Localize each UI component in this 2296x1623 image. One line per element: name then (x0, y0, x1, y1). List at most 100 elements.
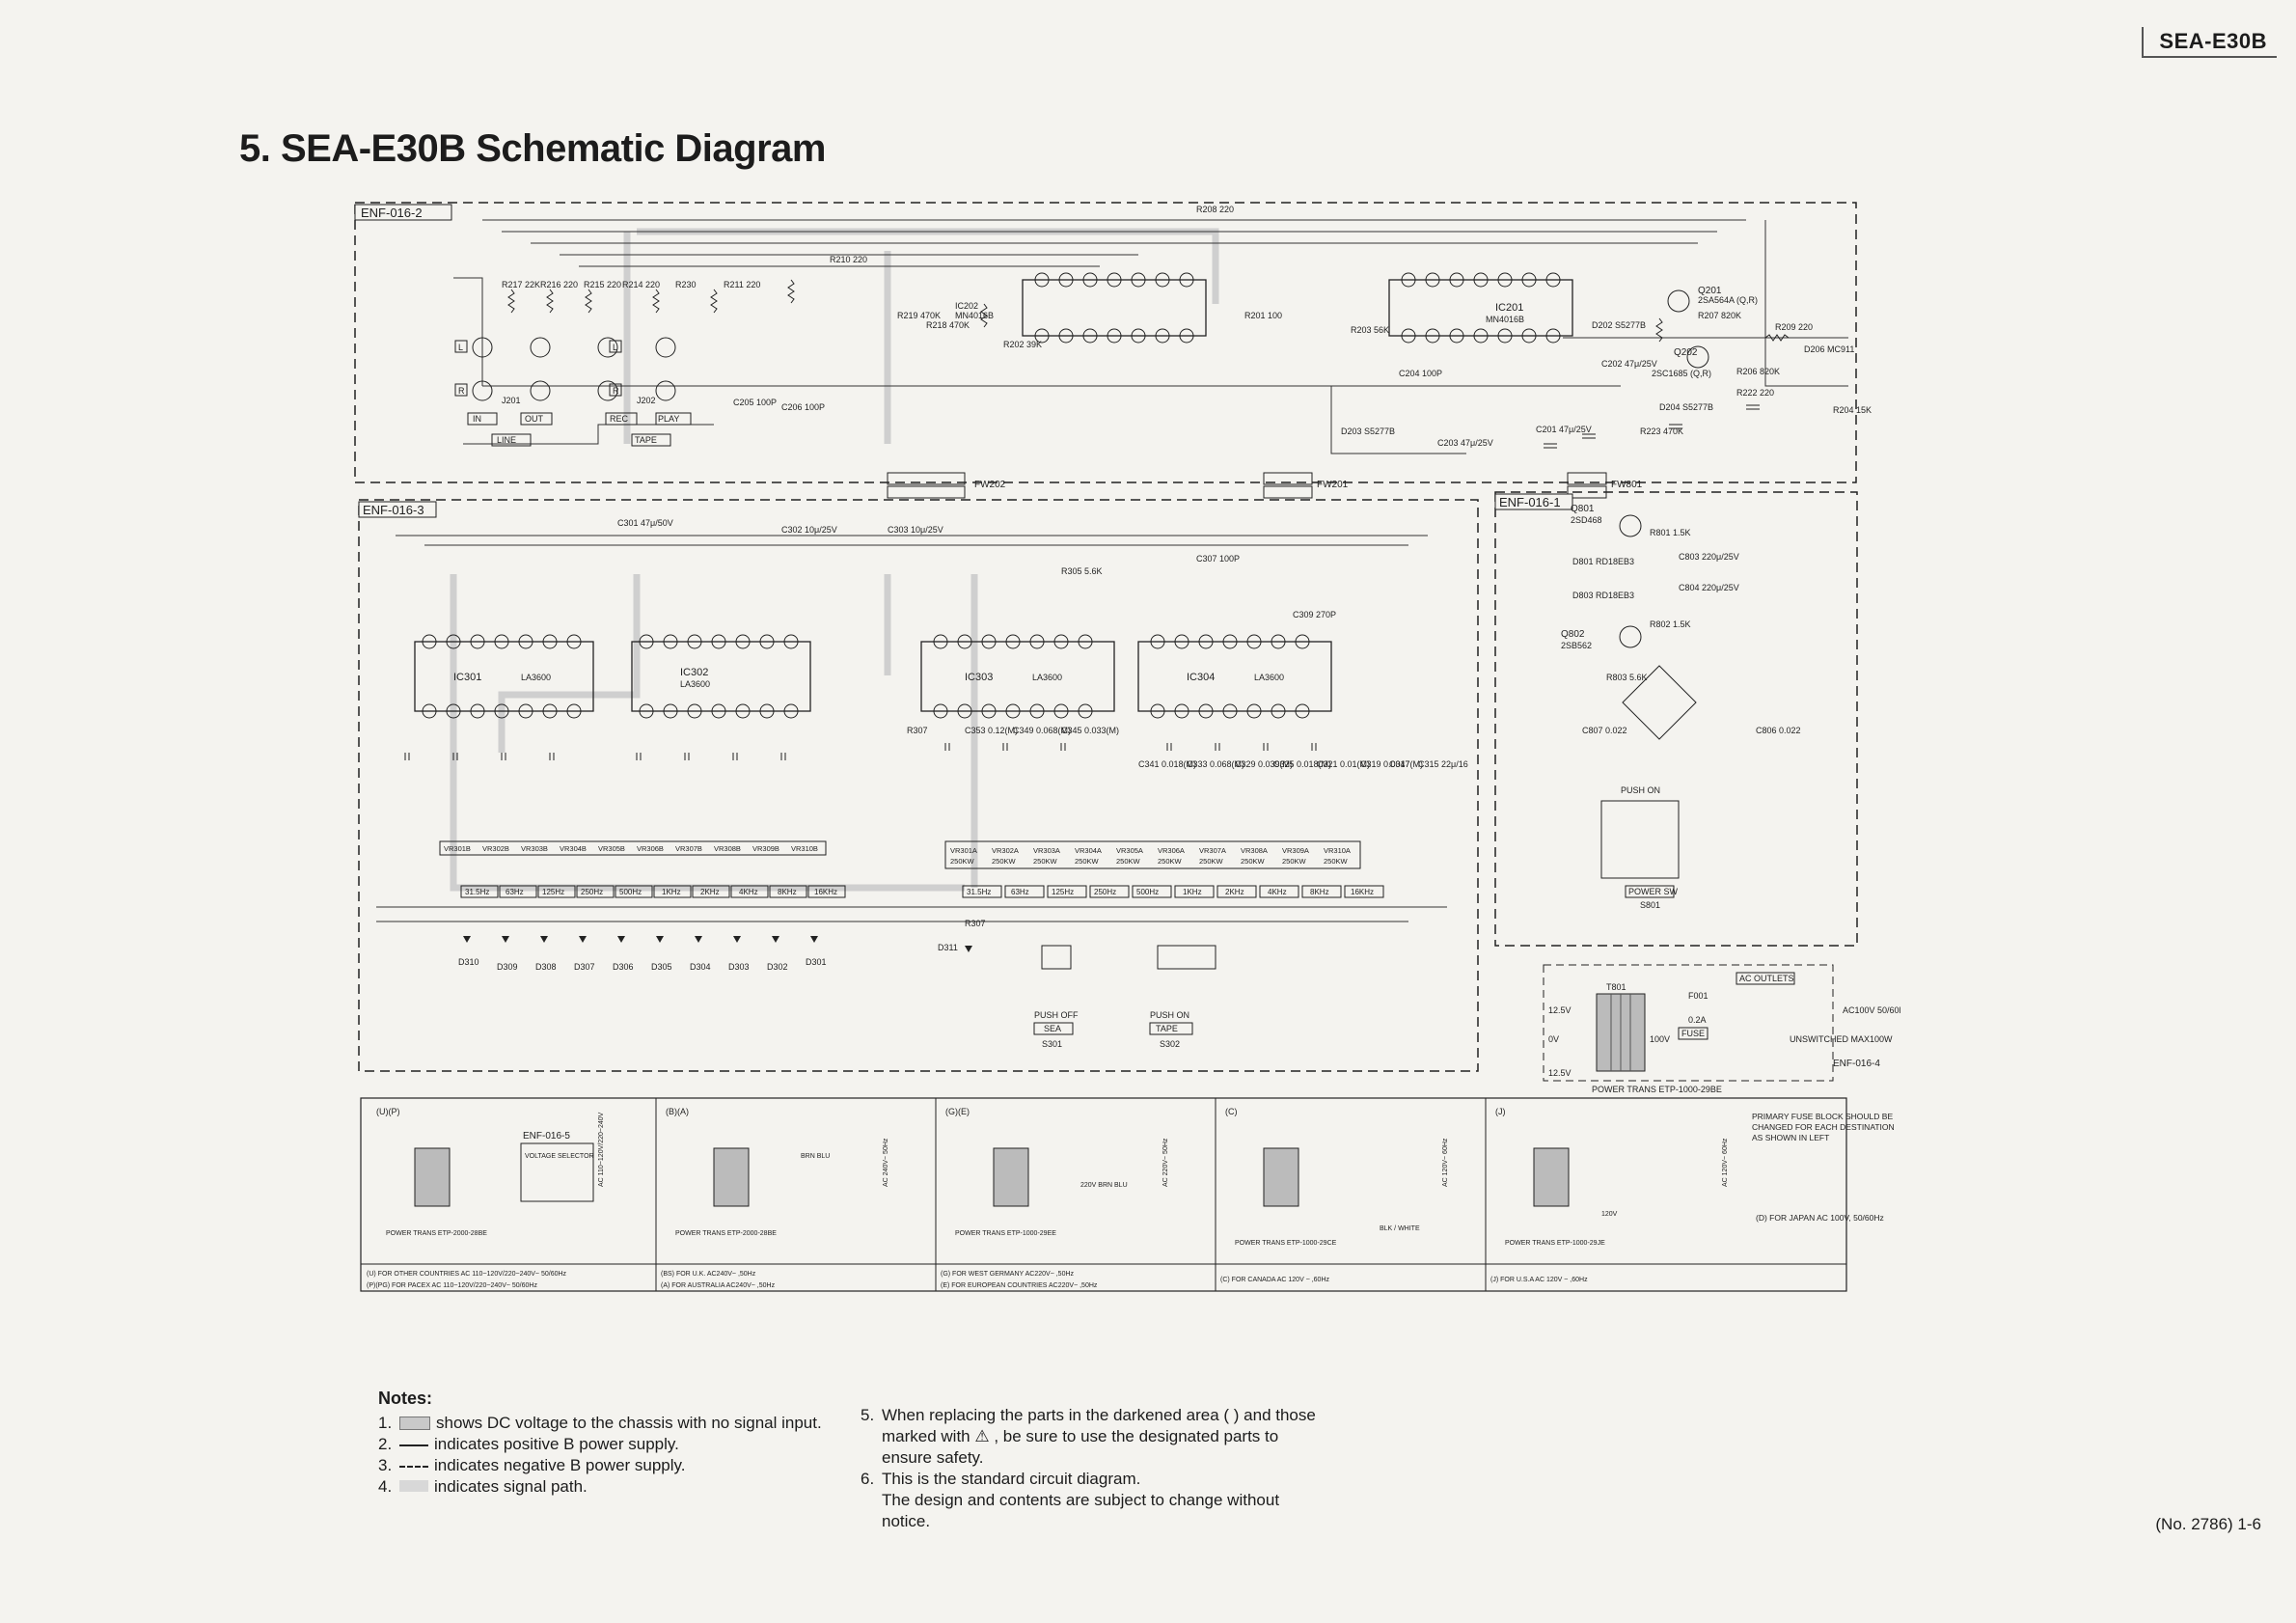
svg-text:AC OUTLETS: AC OUTLETS (1739, 974, 1794, 983)
svg-text:1KHz: 1KHz (662, 888, 681, 896)
svg-text:IN: IN (473, 414, 481, 424)
svg-text:TAPE: TAPE (1156, 1024, 1178, 1033)
svg-text:IC201: IC201 (1495, 302, 1523, 314)
svg-text:D305: D305 (651, 962, 672, 972)
svg-text:R208 220: R208 220 (1196, 205, 1234, 214)
svg-text:VR305A: VR305A (1116, 846, 1143, 855)
svg-text:C349 0.068(M): C349 0.068(M) (1013, 726, 1071, 735)
note-6: 6. This is the standard circuit diagram.… (861, 1470, 1280, 1530)
svg-text:UNSWITCHED MAX100W: UNSWITCHED MAX100W (1790, 1034, 1893, 1044)
page-title: 5. SEA-E30B Schematic Diagram (239, 127, 826, 170)
svg-text:125Hz: 125Hz (1052, 888, 1074, 896)
model-tag: SEA-E30B (2142, 27, 2277, 58)
svg-text:PLAY: PLAY (658, 414, 679, 424)
svg-text:S302: S302 (1160, 1039, 1180, 1049)
svg-text:BLK / WHITE: BLK / WHITE (1380, 1225, 1420, 1232)
svg-text:4KHz: 4KHz (739, 888, 758, 896)
signal-path (450, 228, 1219, 892)
ic303: IC303 LA3600 (920, 634, 1115, 719)
svg-text:D304: D304 (690, 962, 711, 972)
svg-text:R206 820K: R206 820K (1736, 367, 1780, 376)
svg-text:ENF-016-3: ENF-016-3 (363, 503, 424, 517)
svg-text:16KHz: 16KHz (1351, 888, 1374, 896)
svg-text:POWER TRANS ETP-1000-29EE: POWER TRANS ETP-1000-29EE (955, 1230, 1056, 1237)
svg-text:R217 22K: R217 22K (502, 280, 540, 289)
svg-text:2SB562: 2SB562 (1561, 641, 1592, 650)
fw801-label: FW801 (1611, 480, 1643, 490)
svg-text:500Hz: 500Hz (619, 888, 642, 896)
svg-text:C803 220μ/25V: C803 220μ/25V (1679, 552, 1739, 562)
svg-text:250KW: 250KW (950, 857, 975, 866)
fw202-label: FW202 (974, 480, 1006, 490)
svg-text:63Hz: 63Hz (1011, 888, 1029, 896)
svg-text:31.5Hz: 31.5Hz (967, 888, 991, 896)
svg-text:C307 100P: C307 100P (1196, 554, 1240, 564)
svg-text:D308: D308 (535, 962, 557, 972)
svg-text:250KW: 250KW (1199, 857, 1224, 866)
svg-text:C321 0.01(M): C321 0.01(M) (1317, 759, 1370, 769)
svg-text:12.5V: 12.5V (1548, 1005, 1572, 1015)
board-enf-016-3: ENF-016-3 IC301 LA3600 IC302 LA3600 (358, 499, 1479, 1072)
svg-text:250KW: 250KW (1158, 857, 1183, 866)
svg-text:POWER TRANS ETP-1000-29BE: POWER TRANS ETP-1000-29BE (1592, 1085, 1722, 1094)
svg-text:C317: C317 (1389, 759, 1410, 769)
svg-text:C205 100P: C205 100P (733, 398, 777, 407)
svg-text:VOLTAGE SELECTOR: VOLTAGE SELECTOR (525, 1153, 594, 1160)
svg-text:R307: R307 (907, 726, 928, 735)
svg-text:VR304B: VR304B (560, 844, 587, 853)
svg-text:C301 47μ/50V: C301 47μ/50V (617, 518, 673, 528)
svg-text:C309 270P: C309 270P (1293, 610, 1336, 619)
svg-text:Q801: Q801 (1571, 504, 1595, 514)
svg-text:R209 220: R209 220 (1775, 322, 1813, 332)
svg-text:C302 10μ/25V: C302 10μ/25V (781, 525, 837, 535)
svg-text:D306: D306 (613, 962, 634, 972)
svg-text:C807 0.022: C807 0.022 (1582, 726, 1627, 735)
svg-text:VR306B: VR306B (637, 844, 664, 853)
svg-text:1KHz: 1KHz (1183, 888, 1202, 896)
svg-text:0.2A: 0.2A (1688, 1015, 1707, 1025)
note-5: 5.When replacing the parts in the darken… (861, 1406, 1316, 1467)
svg-text:R305 5.6K: R305 5.6K (1061, 566, 1103, 576)
svg-text:(J): (J) (1495, 1107, 1506, 1116)
svg-text:(A) FOR AUSTRALIA AC240V~ ,50H: (A) FOR AUSTRALIA AC240V~ ,50Hz (661, 1282, 776, 1289)
svg-text:2SC1685 (Q,R): 2SC1685 (Q,R) (1652, 369, 1711, 378)
svg-text:F001: F001 (1688, 991, 1708, 1001)
svg-text:VR304A: VR304A (1075, 846, 1102, 855)
svg-text:63Hz: 63Hz (506, 888, 524, 896)
ic304: IC304 LA3600 (1137, 634, 1332, 719)
svg-text:R307: R307 (965, 919, 986, 928)
svg-text:220V BRN BLU: 220V BRN BLU (1080, 1182, 1128, 1189)
svg-text:VR310A: VR310A (1324, 846, 1351, 855)
svg-text:C345 0.033(M): C345 0.033(M) (1061, 726, 1119, 735)
svg-text:250KW: 250KW (1033, 857, 1058, 866)
svg-text:IC304: IC304 (1187, 672, 1215, 683)
svg-text:250Hz: 250Hz (1094, 888, 1116, 896)
svg-text:ENF-016-1: ENF-016-1 (1499, 495, 1561, 509)
svg-text:(J) FOR U.S.A AC 120V ~ ,60Hz: (J) FOR U.S.A AC 120V ~ ,60Hz (1490, 1277, 1588, 1283)
svg-text:FUSE: FUSE (1681, 1029, 1705, 1038)
svg-text:C206 100P: C206 100P (781, 402, 825, 412)
svg-text:4KHz: 4KHz (1268, 888, 1287, 896)
svg-text:(U) FOR OTHER COUNTRIES AC 110: (U) FOR OTHER COUNTRIES AC 110~120V/220~… (367, 1271, 567, 1278)
switch-s302: PUSH ON TAPE S302 (1149, 945, 1216, 1049)
svg-text:(B)(A): (B)(A) (666, 1107, 689, 1116)
svg-text:PUSH OFF: PUSH OFF (1034, 1010, 1079, 1020)
svg-text:R203 56K: R203 56K (1351, 325, 1389, 335)
connectors (887, 472, 1607, 499)
variant-4: (C) BLK / WHITE POWER TRANS ETP-1000-29C… (1220, 1107, 1449, 1283)
svg-text:LINE: LINE (497, 435, 516, 445)
svg-text:C341 0.018(M): C341 0.018(M) (1138, 759, 1196, 769)
note-3: 3. indicates negative B power supply. (378, 1456, 686, 1474)
svg-text:LA3600: LA3600 (521, 673, 551, 682)
svg-text:VR303A: VR303A (1033, 846, 1060, 855)
svg-text:AC100V 50/60Hz: AC100V 50/60Hz (1843, 1005, 1900, 1015)
svg-text:(G) FOR WEST GERMANY AC220V~ ,: (G) FOR WEST GERMANY AC220V~ ,50Hz (941, 1271, 1075, 1278)
svg-text:250KW: 250KW (1075, 857, 1100, 866)
svg-text:TAPE: TAPE (635, 435, 657, 445)
svg-text:VR303B: VR303B (521, 844, 548, 853)
svg-text:500Hz: 500Hz (1136, 888, 1159, 896)
vr-bank-right-labels: VR301A VR302A VR303A VR304A VR305A VR306… (950, 846, 1351, 866)
svg-text:2SA564A (Q,R): 2SA564A (Q,R) (1698, 295, 1758, 305)
variant-5: (J) 120V POWER TRANS ETP-1000-29JE AC 12… (1490, 1107, 1729, 1283)
